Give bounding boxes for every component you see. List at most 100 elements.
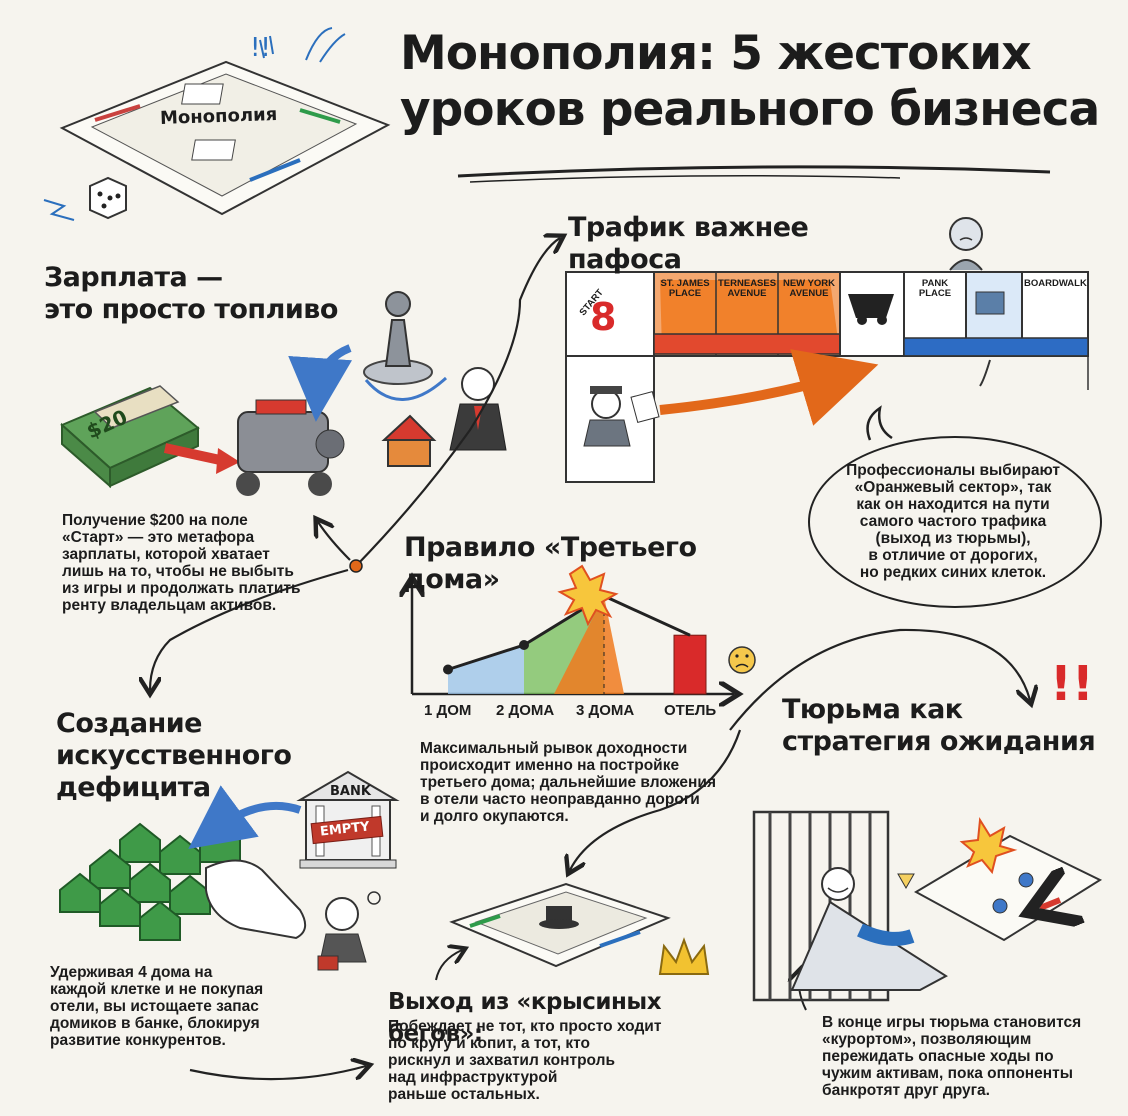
title-line-1: Монополия: 5 жестоких — [400, 26, 1032, 81]
svg-text:8: 8 — [590, 295, 616, 339]
x-tick-3: 3 ДОМА — [576, 702, 635, 719]
salary-text-line: «Старт» — это метафора — [62, 529, 255, 546]
cell-new-york: NEW YORK AVENUE — [782, 278, 836, 299]
salary-heading: Зарплата — это просто топливо — [44, 262, 344, 326]
chart-peak-segment — [554, 596, 624, 694]
chart-line — [447, 594, 691, 671]
salary-text-line: зарплаты, которой хватает — [62, 546, 270, 563]
salary-text: Получение $200 на поле «Старт» — это мет… — [62, 512, 352, 614]
monopoly-board-icon — [59, 60, 391, 216]
traffic-board: 8 — [565, 271, 1089, 483]
board-label: Монополия — [159, 103, 278, 130]
rat-race-board — [449, 882, 671, 968]
scarcity-heading-line: дефицита — [56, 772, 211, 803]
bank-icon — [296, 770, 400, 869]
bubble-line: «Оранжевый сектор», так — [854, 479, 1052, 496]
third-house-line: Максимальный рывок доходности — [420, 740, 688, 757]
x-tick-2: 2 ДОМА — [496, 702, 555, 719]
bank-label: BANK — [330, 784, 371, 799]
chart-marks — [443, 591, 707, 695]
x-tick-4: ОТЕЛЬ — [664, 702, 717, 719]
jail-text: В конце игры тюрьма становится «курортом… — [822, 1014, 1112, 1099]
cell-pank-place: PANK PLACE — [918, 278, 952, 299]
money-stack-icon — [60, 385, 200, 489]
traffic-heading: Трафик важнее пафоса — [568, 212, 809, 275]
title-line-2: уроков реального бизнеса — [400, 82, 1100, 137]
third-house-line: в отели часто неоправданно дороги — [420, 791, 700, 808]
salary-text-line: из игры и продолжать платить — [62, 580, 301, 597]
third-house-line: третьего дома; дальнейшие вложения — [420, 774, 716, 791]
jail-line: «курортом», позволяющим — [822, 1031, 1032, 1048]
third-house-line: происходит именно на постройке — [420, 757, 680, 774]
chart-hotel-bar — [673, 634, 707, 695]
salary-text-line: лишь на то, чтобы не выбыть — [62, 563, 294, 580]
rat-race-line: раньше остальных. — [388, 1086, 540, 1103]
dice-icon — [89, 176, 127, 220]
cell-boardwalk: BOARDWALK — [1024, 278, 1087, 289]
stressed-man-icon — [317, 891, 381, 971]
salary-heading-line-2: это просто топливо — [44, 294, 338, 325]
scarcity-heading-line: искусственного — [56, 740, 292, 771]
explosion-icon — [557, 564, 619, 627]
sad-person-icon — [949, 217, 983, 271]
chart-area-segment — [448, 645, 524, 694]
traffic-bubble-text: Профессионалы выбирают «Оранжевый сектор… — [828, 462, 1078, 581]
red-arrow — [163, 443, 222, 465]
bubble-line: самого частого трафика — [859, 513, 1047, 530]
x-tick-1: 1 ДОМ — [424, 702, 472, 719]
salary-text-line: Получение $200 на поле — [62, 512, 248, 529]
orange-arrow — [659, 349, 879, 426]
relaxing-man-icon — [790, 867, 948, 991]
speech-bubble — [808, 436, 1102, 608]
third-house-text: Максимальный рывок доходности происходит… — [420, 740, 750, 825]
jail-line: пережидать опасные ходы по — [822, 1048, 1054, 1065]
scarcity-line: каждой клетке и не покупая — [50, 981, 264, 998]
svg-text:!!: !! — [250, 33, 271, 63]
title-underline — [457, 165, 1051, 178]
rat-race-text: Побеждает не тот, кто просто ходит по кр… — [388, 1018, 708, 1103]
jail-heading: Тюрьма как стратегия ожидания — [782, 694, 1102, 758]
jail-line: банкротят друг друга. — [822, 1082, 990, 1099]
scarcity-line: Удерживая 4 дома на — [50, 964, 213, 981]
bubble-line: в отличие от дорогих, — [868, 547, 1038, 564]
scarcity-heading: Создание искусственного дефицита — [56, 708, 316, 804]
scarcity-heading-line: Создание — [56, 708, 202, 739]
rat-race-line: рискнул и захватил контроль — [388, 1052, 615, 1069]
jail-line: чужим активам, пока оппоненты — [822, 1065, 1073, 1082]
third-house-heading: Правило «Третьего дома» — [404, 532, 697, 595]
svg-text:!!: !! — [1050, 656, 1094, 712]
bubble-line: (выход из тюрьмы), — [875, 530, 1031, 547]
crown-icon — [658, 937, 710, 975]
rat-race-line: Побеждает не тот, кто просто ходит — [388, 1018, 662, 1035]
hand-icon — [205, 859, 307, 940]
sad-face-icon — [728, 646, 756, 674]
third-house-line: и долго окупаются. — [420, 808, 569, 825]
house-icon — [381, 414, 437, 467]
green-houses-icon — [59, 822, 241, 941]
chart-point — [519, 640, 529, 650]
cell-terneases: TERNEASES AVENUE — [718, 278, 777, 299]
mini-board-icon — [913, 816, 1103, 942]
bubble-line: как он находится на пути — [856, 496, 1050, 513]
jail-heading-line: стратегия ожидания — [782, 726, 1096, 757]
page-title: Монополия: 5 жестоких уроков реального б… — [400, 26, 1100, 138]
policeman-icon — [583, 386, 660, 447]
jail-line: В конце игры тюрьма становится — [822, 1014, 1082, 1031]
salary-heading-line-1: Зарплата — — [44, 262, 223, 293]
scarcity-line: развитие конкурентов. — [50, 1032, 226, 1049]
chart-point — [443, 664, 453, 675]
jail-heading-line: Тюрьма как — [782, 694, 963, 725]
exclamation-icon: !! — [1050, 656, 1094, 712]
scarcity-line: домиков в банке, блокируя — [50, 1015, 260, 1032]
hub-dot — [349, 559, 363, 573]
rat-race-line: по кругу и копит, а тот, кто — [388, 1035, 590, 1052]
cell-st-james: ST. JAMES PLACE — [660, 278, 710, 299]
pawn-icon — [363, 291, 433, 385]
scarcity-line: отели, вы истощаете запас — [50, 998, 259, 1015]
exclamation-icon-top: !! — [250, 33, 271, 63]
bubble-line: но редких синих клеток. — [859, 564, 1047, 581]
rat-race-heading: Выход из «крысиных бегов»: — [388, 989, 662, 1047]
rat-race-line: над инфраструктурой — [388, 1069, 558, 1086]
bubble-line: Профессионалы выбирают — [846, 462, 1060, 479]
